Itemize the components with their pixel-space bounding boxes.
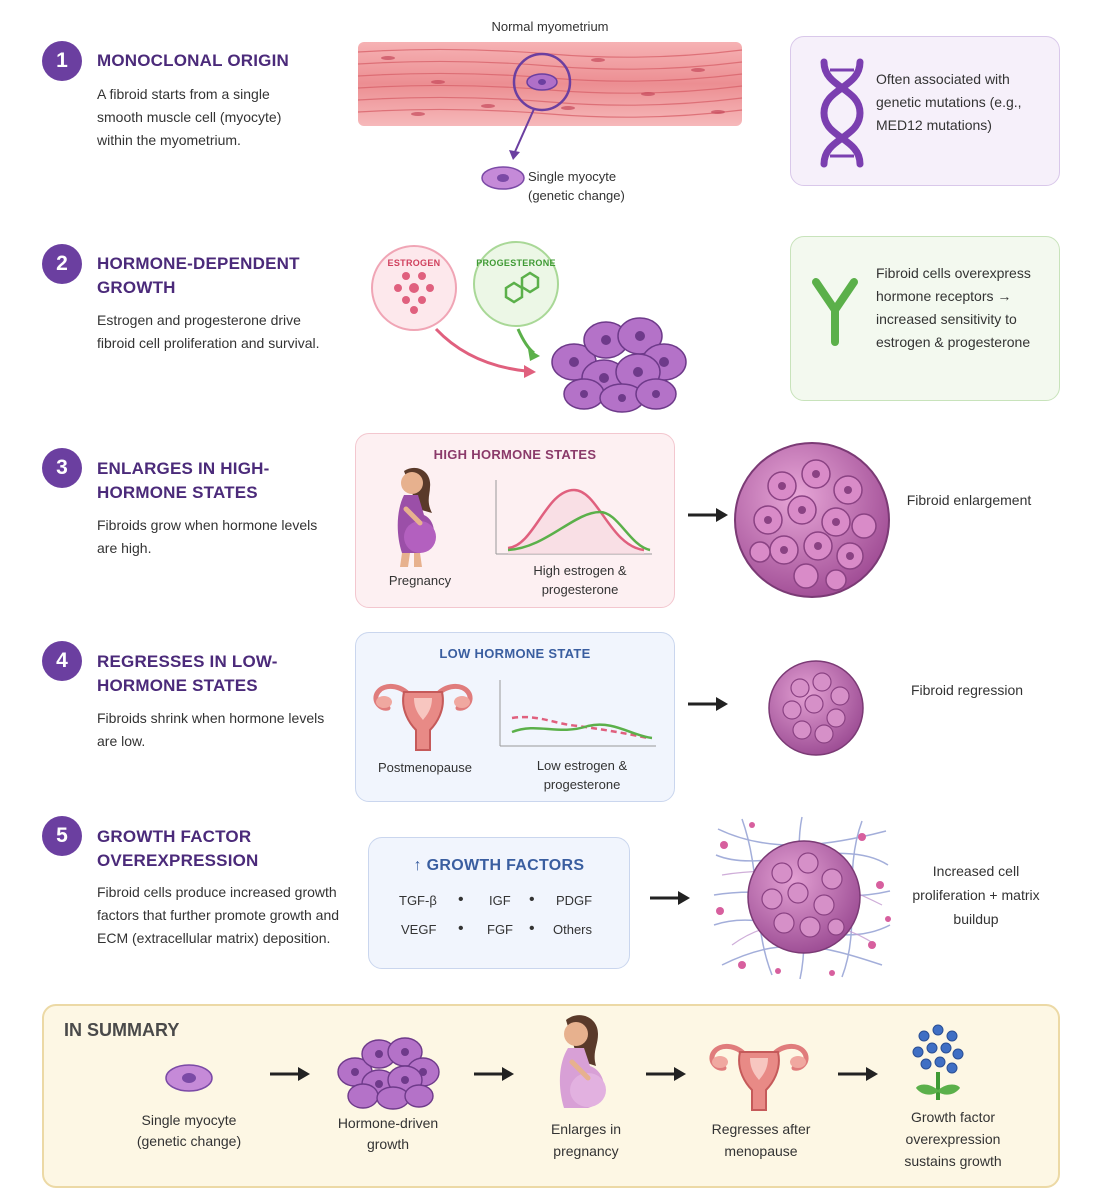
receptor-icon xyxy=(812,278,858,346)
growth-factor-tgf-beta: TGF-β xyxy=(399,893,437,908)
step-4-description: Fibroids shrink when hormone levels are … xyxy=(97,710,325,749)
step-3-title: ENLARGES IN HIGH-HORMONE STATES xyxy=(97,459,270,502)
step-4-number: 4 xyxy=(42,641,82,681)
progesterone-label: PROGESTERONE xyxy=(476,258,556,268)
summary-pregnant-woman-icon xyxy=(559,1015,606,1108)
summary-uterus-icon xyxy=(709,1044,809,1111)
step-1-title: MONOCLONAL ORIGIN xyxy=(97,51,289,70)
genetic-mutation-note-box xyxy=(790,36,1060,186)
separator-dot: • xyxy=(529,920,535,937)
step-1-number: 1 xyxy=(42,41,82,81)
step-4-title: REGRESSES IN LOW-HORMONE STATES xyxy=(97,652,278,695)
step-3-number: 3 xyxy=(42,448,82,488)
single-myocyte-label: Single myocyte (genetic change) xyxy=(528,169,625,203)
summary-arrow-1 xyxy=(270,1067,310,1081)
step-2-description: Estrogen and progesterone drive fibroid … xyxy=(97,312,320,351)
arrow-to-enlarged-fibroid xyxy=(688,508,728,522)
high-hormone-title: HIGH HORMONE STATES xyxy=(433,447,597,462)
postmenopause-label: Postmenopause xyxy=(378,760,472,775)
step-2-number: 2 xyxy=(42,244,82,284)
step-5-number: 5 xyxy=(42,816,82,856)
summary-cell-cluster-icon xyxy=(337,1037,440,1110)
fibroid-with-matrix-icon xyxy=(713,816,891,980)
step-5-title: GROWTH FACTOR OVEREXPRESSION xyxy=(97,827,259,870)
summary-item-2: Hormone-driven growth xyxy=(337,1115,439,1152)
proliferation-matrix-label: Increased cell proliferation + matrix bu… xyxy=(912,863,1040,927)
high-hormone-graph-label: High estrogen & progesterone xyxy=(533,563,627,597)
summary-title: IN SUMMARY xyxy=(64,1020,180,1040)
summary-arrow-4 xyxy=(838,1067,878,1081)
step-1-description: A fibroid starts from a single smooth mu… xyxy=(97,86,282,148)
progesterone-molecule-icon xyxy=(473,241,559,327)
myometrium-label: Normal myometrium xyxy=(491,19,609,34)
enlarged-fibroid-icon xyxy=(734,442,890,598)
growth-factor-vegf: VEGF xyxy=(401,922,437,937)
summary-arrow-2 xyxy=(474,1067,514,1081)
separator-dot: • xyxy=(529,891,535,908)
regressed-fibroid-icon xyxy=(768,660,864,756)
growth-factor-igf: IGF xyxy=(489,893,511,908)
uterus-icon xyxy=(373,684,473,751)
summary-item-5: Growth factor overexpression sustains gr… xyxy=(904,1109,1002,1169)
high-hormone-graph xyxy=(495,480,652,555)
summary-item-1: Single myocyte (genetic change) xyxy=(136,1112,242,1149)
summary-myocyte-icon xyxy=(165,1064,213,1092)
fibroid-cell-cluster-icon xyxy=(551,317,687,413)
growth-factors-box xyxy=(368,837,630,969)
arrow-to-regressed-fibroid xyxy=(688,697,728,711)
summary-arrow-3 xyxy=(646,1067,686,1081)
step-5-description: Fibroid cells produce increased growth f… xyxy=(97,884,340,946)
genetic-mutation-note: Often associated with genetic mutations … xyxy=(876,71,1022,133)
fibroid-regression-label: Fibroid regression xyxy=(910,682,1024,698)
estrogen-molecule-icon xyxy=(371,245,457,331)
dna-icon xyxy=(820,58,864,168)
estrogen-label: ESTROGEN xyxy=(387,258,441,268)
myometrium-tissue-illustration xyxy=(357,42,743,160)
summary-growth-plant-icon xyxy=(912,1024,964,1100)
fibroid-enlargement-label: Fibroid enlargement xyxy=(906,492,1032,508)
separator-dot: • xyxy=(458,891,464,908)
step-2-title: HORMONE-DEPENDENT GROWTH xyxy=(97,254,300,297)
growth-factor-fgf: FGF xyxy=(487,922,513,937)
single-myocyte-icon xyxy=(481,166,525,190)
growth-factor-others: Others xyxy=(553,922,593,937)
summary-item-4: Regresses after menopause xyxy=(711,1121,811,1159)
low-hormone-title: LOW HORMONE STATE xyxy=(439,646,591,661)
summary-item-3: Enlarges in pregnancy xyxy=(550,1121,622,1159)
summary-box xyxy=(42,1004,1060,1188)
growth-factor-pdgf: PDGF xyxy=(556,893,593,908)
step-3-description: Fibroids grow when hormone levels are hi… xyxy=(97,517,318,556)
growth-factors-title: ↑ GROWTH FACTORS xyxy=(413,857,585,874)
low-hormone-graph xyxy=(499,680,656,747)
hormone-arrows xyxy=(434,327,540,378)
low-hormone-graph-label: Low estrogen & progesterone xyxy=(536,758,628,792)
arrow-to-matrix-fibroid xyxy=(650,891,690,905)
pregnant-woman-icon xyxy=(397,467,436,567)
pregnancy-label: Pregnancy xyxy=(388,573,452,588)
separator-dot: • xyxy=(458,920,464,937)
hormone-receptor-note: Fibroid cells overexpress hormone recept… xyxy=(876,265,1031,350)
